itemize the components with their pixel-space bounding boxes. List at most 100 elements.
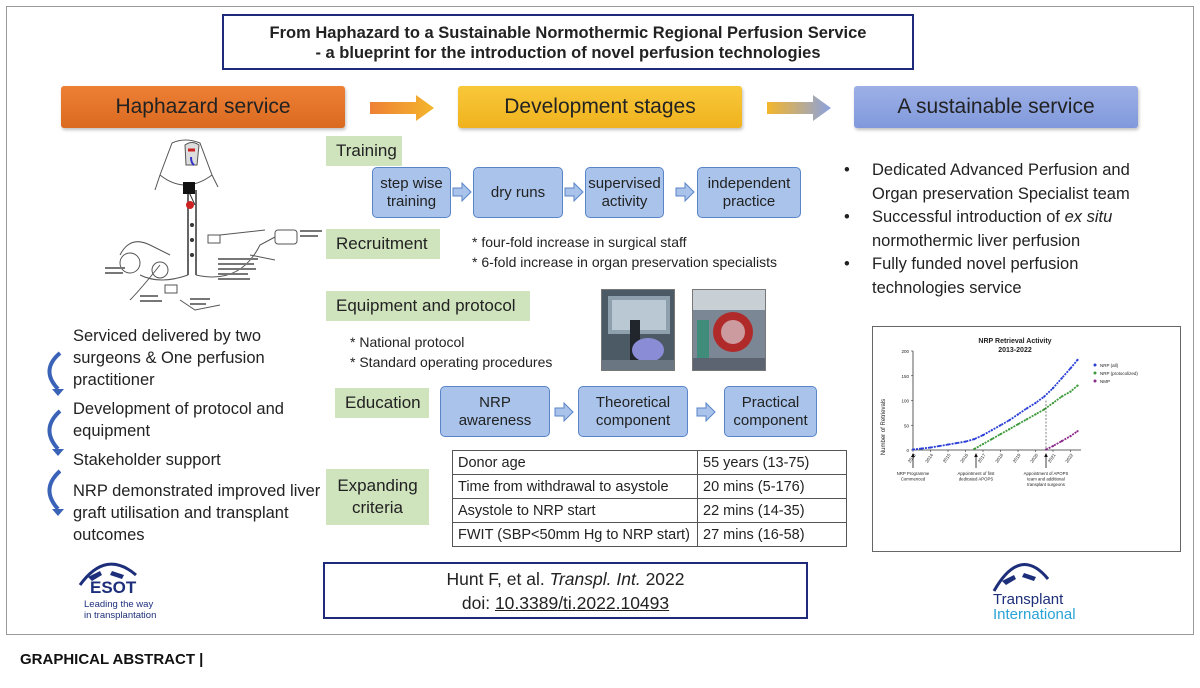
chart-point: [1060, 439, 1063, 443]
expanding-label-line-1: Expanding: [337, 476, 418, 495]
chart-point: [1076, 430, 1079, 433]
chart-annotation-label: dedicated APOPS: [959, 477, 994, 482]
bullet-text-3: Fully funded novel perfusion technologie…: [872, 255, 1079, 297]
chart-point: [1076, 384, 1079, 387]
transplant-international-logo-text: Transplant International: [993, 592, 1076, 622]
criteria-table: Donor age 55 years (13-75) Time from wit…: [452, 450, 847, 547]
bullet-2-prefix: Successful introduction of: [872, 208, 1065, 226]
chart-point: [981, 434, 985, 437]
left-list-item-3: Stakeholder support: [73, 451, 221, 469]
chart-point: [1016, 413, 1020, 416]
chart-point: [981, 442, 985, 446]
chart-annotation-arrowhead: [974, 453, 978, 457]
ti-logo-line-2: International: [993, 606, 1076, 623]
chart-x-tick-label: 2020: [1029, 452, 1039, 463]
citation-doi-link[interactable]: 10.3389/ti.2022.10493: [494, 593, 670, 613]
training-step-3: supervised activity: [585, 167, 664, 218]
chart-x-tick-label: 2013: [907, 452, 917, 463]
chart-point: [1008, 428, 1011, 431]
list-item: •Successful introduction of ex situ norm…: [844, 205, 1174, 253]
graphical-abstract-label: GRAPHICAL ABSTRACT |: [20, 651, 204, 668]
chart-point: [1043, 408, 1046, 411]
reservoir-icon: [274, 229, 298, 245]
perfusion-photo-2: [692, 289, 766, 371]
chart-frame: NRP Retrieval Activity 2013-2022 Number …: [872, 326, 1181, 552]
chart-x-tick-label: 2014: [924, 452, 934, 463]
citation-line-2: doi: 10.3389/ti.2022.10493: [325, 591, 806, 615]
chart-legend-label: NMP: [1100, 379, 1110, 384]
chart-point: [1008, 419, 1011, 422]
chart-legend-marker: [1093, 379, 1097, 383]
chart-point: [938, 444, 941, 448]
chart-point: [1025, 418, 1028, 421]
table-row: Donor age 55 years (13-75): [452, 450, 847, 475]
left-list-item-1: Serviced delivered by two surgeons & One…: [73, 327, 265, 389]
training-arrow-3: [675, 182, 695, 202]
esot-tagline-line-2: in transplantation: [84, 610, 157, 621]
chart-point: [999, 424, 1002, 427]
citation-journal: Transpl. Int.: [549, 569, 641, 589]
chart-point: [955, 441, 958, 445]
chart-point: [1060, 377, 1063, 380]
chart-annotation-label: Appointment of first: [957, 471, 995, 476]
bullet-text-2: Successful introduction of ex situ normo…: [872, 205, 1174, 253]
chart-y-tick-label: 100: [901, 399, 909, 404]
chart-point: [920, 447, 923, 450]
training-arrow-1: [452, 182, 472, 202]
chart-legend-marker: [1093, 371, 1097, 375]
esot-logo-name: ESOT: [90, 578, 137, 597]
perfusion-photo-1: [601, 289, 675, 371]
bullet-2-emphasis: ex situ: [1064, 208, 1113, 226]
chart-y-tick-label: 150: [901, 374, 909, 379]
chart-series-line: [1045, 430, 1079, 451]
chart-annotation-label: transplant surgeons: [1027, 482, 1065, 487]
chart-legend-marker: [1093, 363, 1097, 367]
chart-x-tick-label: 2017: [977, 452, 987, 463]
esot-tagline-line-1: Leading the way: [84, 599, 154, 610]
education-label: Education: [335, 388, 429, 418]
chart-ylabel: Number of Retrievals: [881, 399, 887, 455]
criteria-value: 27 mins (16-58): [697, 522, 847, 547]
equipment-line-1: * National protocol: [350, 334, 465, 350]
title-line-1: From Haphazard to a Sustainable Normothe…: [269, 24, 867, 42]
chart-x-tick-label: 2016: [959, 452, 969, 463]
sustainable-bullets: •Dedicated Advanced Perfusion and Organ …: [844, 158, 1174, 300]
training-arrow-2: [564, 182, 584, 202]
nrp-retrieval-chart: NRP Retrieval Activity 2013-2022 Number …: [881, 338, 1138, 487]
table-row: Asystole to NRP start 22 mins (14-35): [452, 498, 847, 523]
education-arrow-1: [554, 402, 574, 422]
recruitment-line-2: * 6-fold increase in organ preservation …: [472, 254, 778, 270]
chart-x-tick-label: 2021: [1047, 452, 1057, 463]
expanding-criteria-label: Expanding criteria: [326, 469, 429, 525]
table-row: Time from withdrawal to asystole 20 mins…: [452, 474, 847, 499]
education-step-3: Practical component: [724, 386, 817, 437]
chart-point: [990, 438, 993, 441]
expanding-label-line-2: criteria: [351, 498, 403, 517]
training-step-1: step wise training: [372, 167, 451, 218]
criteria-name: Asystole to NRP start: [452, 498, 698, 523]
title-line-2: - a blueprint for the introduction of no…: [315, 44, 821, 62]
list-item: •Dedicated Advanced Perfusion and Organ …: [844, 158, 1174, 206]
left-list-item-4: NRP demonstrated improved liver graft ut…: [73, 482, 321, 544]
chart-point: [1051, 444, 1055, 448]
chart-annotation-arrowhead: [1044, 453, 1048, 457]
chart-point: [1016, 423, 1020, 426]
chart-title: NRP Retrieval Activity: [978, 338, 1051, 345]
education-step-2: Theoretical component: [578, 386, 688, 437]
criteria-value: 55 years (13-75): [697, 450, 847, 475]
stage-sustainable: A sustainable service: [854, 86, 1138, 128]
bullet-text-1: Dedicated Advanced Perfusion and Organ p…: [872, 161, 1130, 203]
citation-authors: Hunt F, et al.: [446, 569, 550, 589]
chart-annotation-label: Commenced: [901, 477, 926, 482]
nrp-circuit-illustration: [105, 139, 322, 311]
list-item: •Fully funded novel perfusion technologi…: [844, 252, 1174, 300]
esot-tagline: Leading the way in transplantation: [84, 599, 156, 621]
citation-line-1: Hunt F, et al. Transpl. Int. 2022: [325, 567, 806, 591]
citation-doi-label: doi:: [461, 593, 495, 613]
left-list-item-2: Development of protocol and equipment: [73, 400, 284, 440]
criteria-name: Time from withdrawal to asystole: [452, 474, 698, 499]
chart-annotation-arrowhead: [911, 453, 915, 457]
education-arrow-2: [696, 402, 716, 422]
chart-point: [990, 429, 993, 432]
equipment-label: Equipment and protocol: [326, 291, 530, 321]
